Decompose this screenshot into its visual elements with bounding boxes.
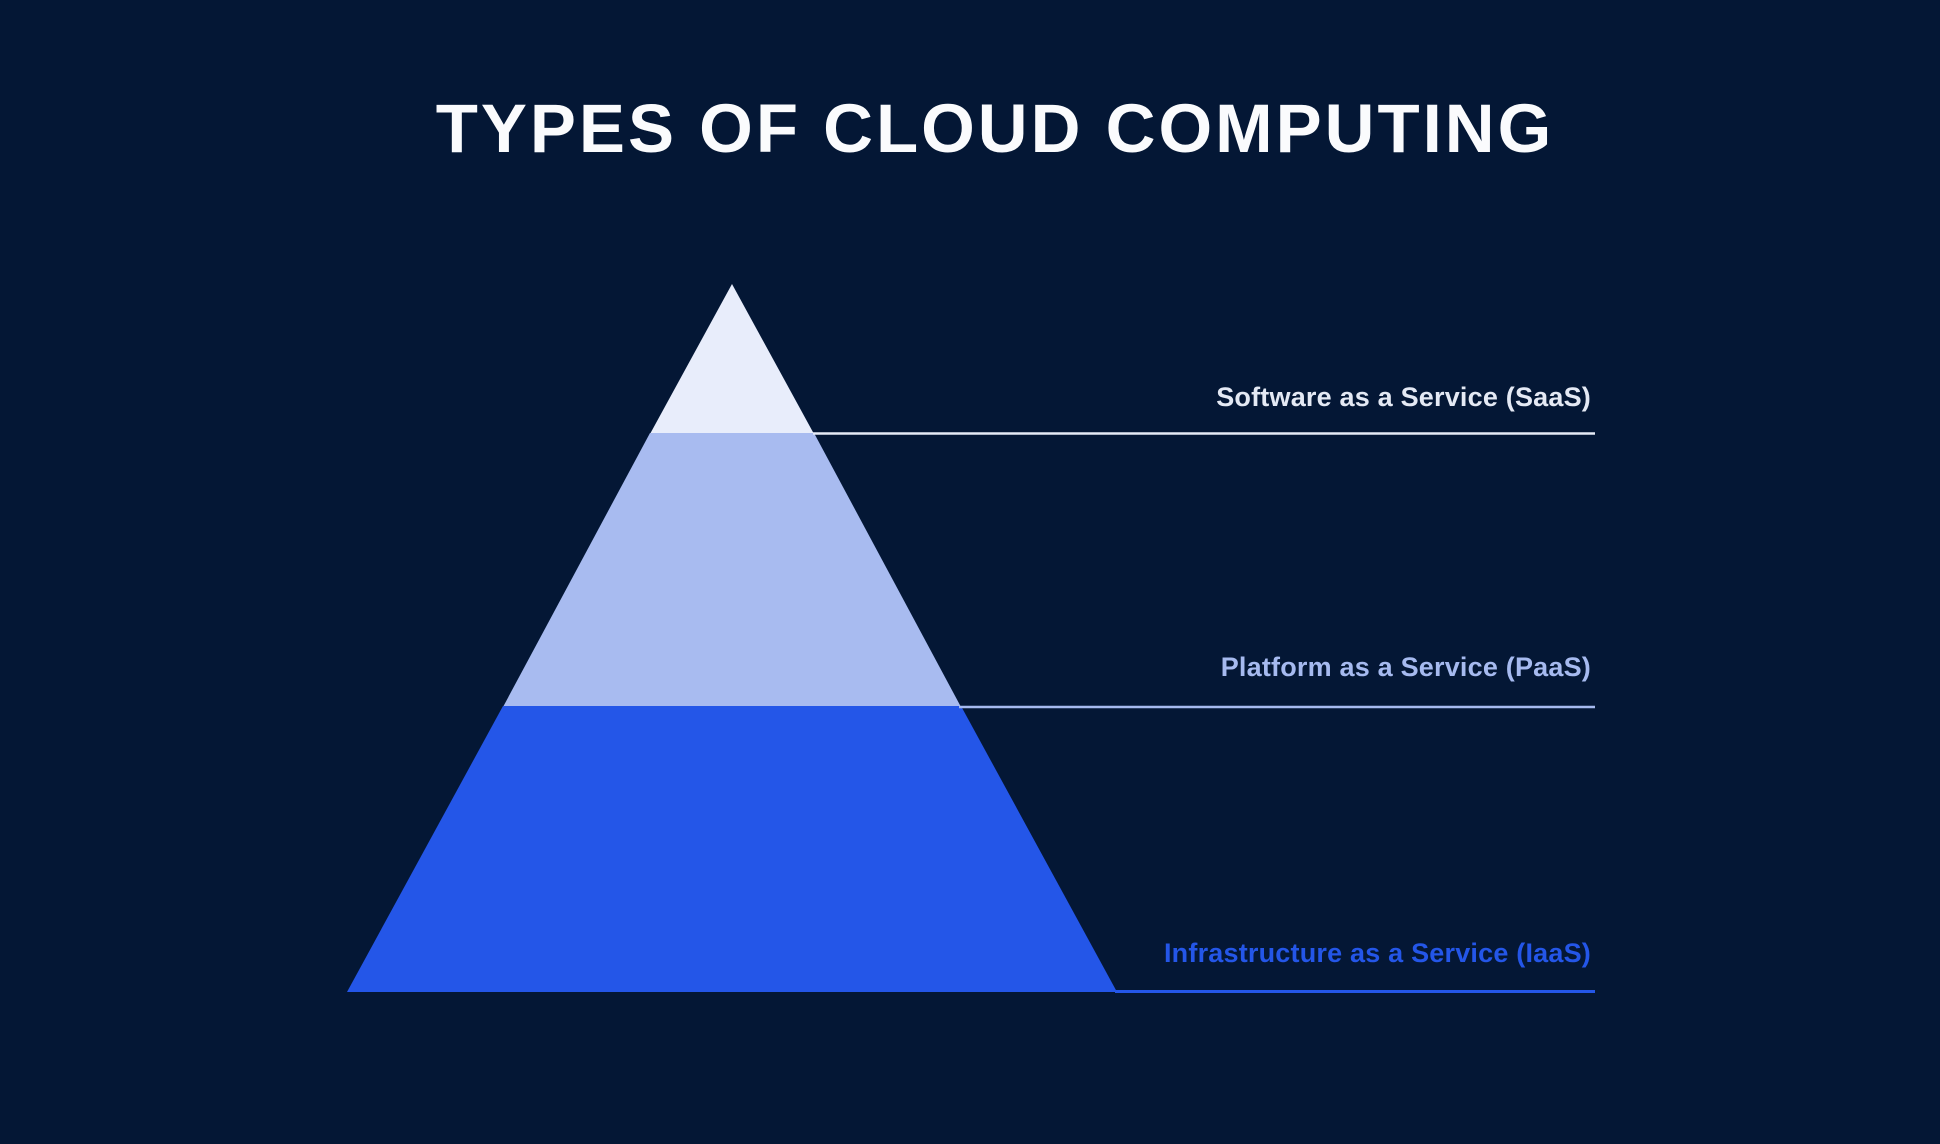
pyramid-section-iaas	[347, 706, 1117, 992]
pyramid-section-paas	[503, 433, 961, 707]
label-saas: Software as a Service (SaaS)	[1216, 382, 1591, 412]
page-title: TYPES OF CLOUD COMPUTING	[435, 90, 1555, 167]
pyramid-section-saas	[650, 284, 814, 434]
label-paas: Platform as a Service (PaaS)	[1220, 652, 1591, 682]
label-iaas: Infrastructure as a Service (IaaS)	[1163, 938, 1591, 968]
